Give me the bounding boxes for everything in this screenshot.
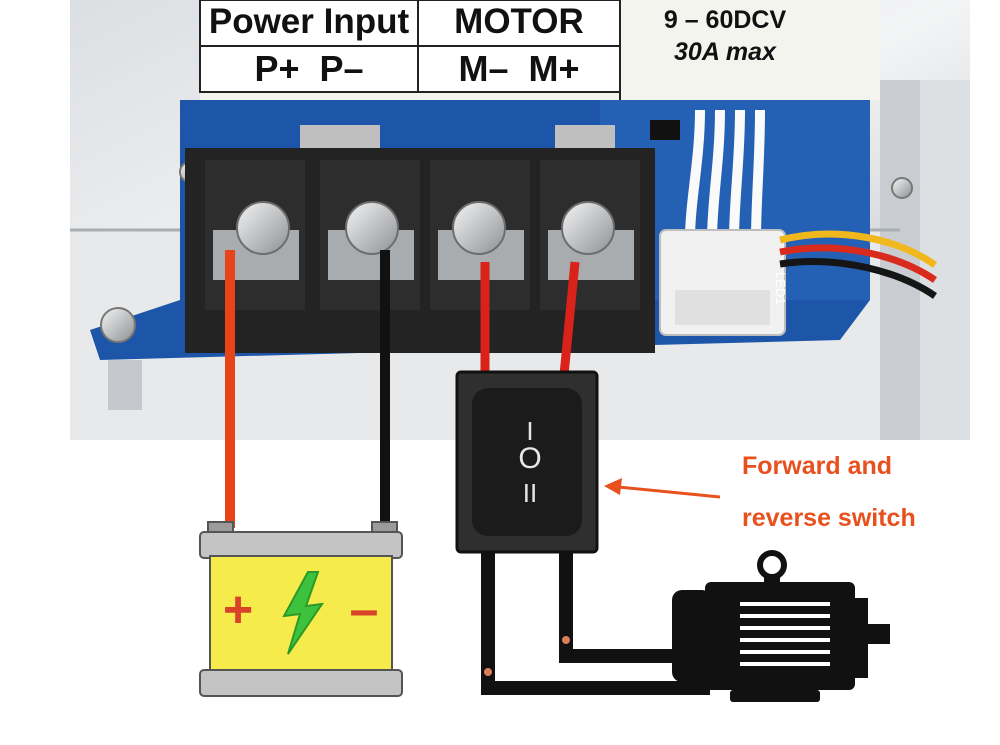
motor-wire-b [558,261,580,386]
power-terminal-labels: P+ P– [254,48,364,89]
annotation-arrow [617,485,721,499]
lightning-bolt-icon [282,571,325,655]
switch-position-reverse: II [522,478,538,508]
rocker-switch [455,370,599,554]
motor-heading: MOTOR [454,2,584,41]
switch-position-off: O [518,442,542,475]
annotation-line-1: Forward and [742,452,893,480]
switch-position-on: I [526,416,534,446]
battery-icon [199,521,403,697]
switch-to-motor-wire-a [481,550,710,695]
mount-screw-icon [891,177,913,199]
motor-terminal-labels: M– M+ [458,48,580,89]
switch-to-motor-wire-b [559,550,685,663]
mount-screw-icon [100,307,136,343]
battery-plus-symbol: + [222,581,254,639]
annotation-line-2: reverse switch [742,504,916,532]
pcb-led-silkscreen: LED1 [773,272,788,305]
voltage-rating: 9 – 60DCV [663,6,787,34]
terminal-block [185,125,655,353]
standoff [108,360,142,410]
battery-minus-symbol: – [349,581,379,639]
power-input-heading: Power Input [208,2,410,41]
current-rating: 30A max [674,38,776,66]
motor-icon [672,550,890,702]
label-strip [199,0,880,100]
arrowhead-icon [604,478,622,495]
pcb-connector [659,109,938,336]
